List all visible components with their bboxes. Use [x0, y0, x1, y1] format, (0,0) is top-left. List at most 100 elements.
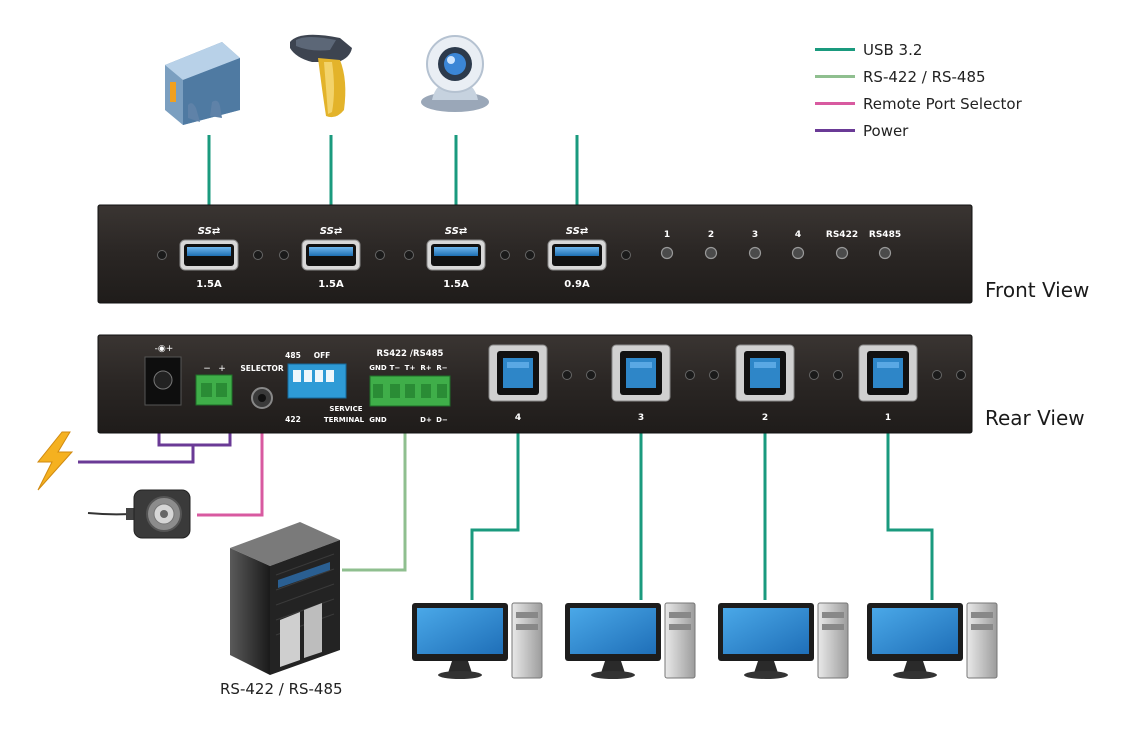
dip-terminal-label: TERMINAL	[324, 416, 365, 424]
pc-tower	[664, 602, 696, 679]
rs-header-label: RS422 /RS485	[377, 349, 444, 359]
legend-label-usb: USB 3.2	[863, 40, 923, 59]
legend-swatch-rs	[815, 75, 855, 78]
led-2: 2	[704, 230, 718, 260]
pc-tower	[966, 602, 998, 679]
webcam-icon	[421, 35, 489, 112]
front-view-label: Front View	[985, 278, 1090, 302]
port-current-label: 1.5A	[318, 279, 344, 290]
rear-view-label: Rear View	[985, 406, 1085, 430]
rs-pin-hole	[373, 384, 383, 398]
rs-pin-label: T+	[405, 364, 416, 372]
port-current-label: 1.5A	[443, 279, 469, 290]
usb-a-tongue	[309, 247, 353, 256]
panel-screw	[157, 250, 167, 260]
usb-b-port-2[interactable]: 2	[735, 344, 843, 423]
panel-screw	[500, 250, 510, 260]
led-indicator	[748, 246, 762, 260]
usb-a-port-2[interactable]: SS⇄ 1.5A	[279, 226, 385, 290]
monitor-screen	[723, 608, 809, 654]
computer-icon	[867, 602, 998, 679]
selector-line	[197, 405, 264, 517]
legend-item-usb: USB 3.2	[815, 36, 1022, 63]
monitor-screen	[570, 608, 656, 654]
usb-b-port-3[interactable]: 3	[611, 344, 719, 423]
panel-screw	[621, 250, 631, 260]
legend-item-rs: RS-422 / RS-485	[815, 63, 1022, 90]
panel-screw	[375, 250, 385, 260]
panel-screw	[404, 250, 414, 260]
usb-front-lines	[207, 135, 579, 215]
usb-a-tongue	[434, 247, 478, 256]
computer-icon	[565, 602, 696, 679]
led-label: RS422	[826, 230, 858, 240]
legend: USB 3.2 RS-422 / RS-485 Remote Port Sele…	[815, 36, 1022, 144]
rs-pin-hole	[421, 384, 431, 398]
led-1: 1	[660, 230, 674, 260]
legend-label-rs: RS-422 / RS-485	[863, 67, 986, 86]
usb-b-port-number: 4	[515, 413, 521, 423]
monitor-stand	[448, 661, 472, 673]
rs-line	[342, 422, 407, 572]
dip-service-label: SERVICE	[329, 405, 362, 413]
panel-screw	[562, 370, 572, 380]
rs-pin-label: GND	[369, 416, 387, 424]
usb-a-port-1[interactable]: SS⇄ 1.5A	[157, 226, 263, 290]
external-drive-icon	[165, 42, 240, 125]
usb-b-port-number: 3	[638, 413, 644, 423]
dip-485-label: 485	[285, 351, 301, 360]
usb-ss-icon: SS⇄	[566, 226, 588, 237]
monitor-stand	[903, 661, 927, 673]
led-indicator	[704, 246, 718, 260]
port-current-label: 0.9A	[564, 279, 590, 290]
led-rs422: RS422	[826, 230, 858, 260]
usb-b-port-number: 2	[762, 413, 768, 423]
panel-screw	[809, 370, 819, 380]
usb-a-port-4[interactable]: SS⇄ 0.9A	[525, 226, 631, 290]
usb-a-tongue	[555, 247, 599, 256]
rs-pin-label: GND	[369, 364, 387, 372]
panel-screw	[833, 370, 843, 380]
pc-tower	[511, 602, 543, 679]
dip-off-label: OFF	[314, 351, 331, 360]
panel-screw	[956, 370, 966, 380]
monitor-stand	[754, 661, 778, 673]
led-label: 4	[795, 230, 801, 240]
panel-screw	[525, 250, 535, 260]
led-rs485: RS485	[869, 230, 901, 260]
legend-swatch-power	[815, 129, 855, 132]
power-minus-label: −	[203, 364, 211, 374]
rs-pin-label: R−	[436, 364, 447, 372]
legend-item-selector: Remote Port Selector	[815, 90, 1022, 117]
rs-pin-hole	[390, 384, 400, 398]
led-label: 1	[664, 230, 670, 240]
usb-a-port-3[interactable]: SS⇄1.5A	[404, 226, 510, 290]
barcode-scanner-icon	[290, 34, 352, 118]
rs-pin-label: D+	[420, 416, 432, 424]
rs-pin-hole	[437, 384, 447, 398]
monitor-stand	[601, 661, 625, 673]
led-indicator	[660, 246, 674, 260]
rs-pin-hole	[405, 384, 415, 398]
computer-icon	[412, 602, 543, 679]
usb-b-port-1[interactable]: 1	[858, 344, 966, 423]
legend-swatch-usb	[815, 48, 855, 51]
panel-screw	[279, 250, 289, 260]
led-label: 2	[708, 230, 714, 240]
computer-icon	[718, 602, 849, 679]
usb-ss-icon: SS⇄	[320, 226, 342, 237]
legend-label-selector: Remote Port Selector	[863, 94, 1022, 113]
usb-b-port-4[interactable]: 4	[488, 344, 596, 423]
usb-ss-icon: SS⇄	[198, 226, 220, 237]
port-current-label: 1.5A	[196, 279, 222, 290]
power-plus-label: +	[218, 364, 226, 374]
remote-selector-icon	[87, 489, 191, 539]
dc-jack-socket	[153, 370, 173, 390]
rs-pin-label: D−	[436, 416, 448, 424]
usb-rear-lines	[470, 430, 934, 600]
led-label: RS485	[869, 230, 901, 240]
led-indicator	[835, 246, 849, 260]
led-indicator	[791, 246, 805, 260]
usb-b-port-number: 1	[885, 413, 891, 423]
